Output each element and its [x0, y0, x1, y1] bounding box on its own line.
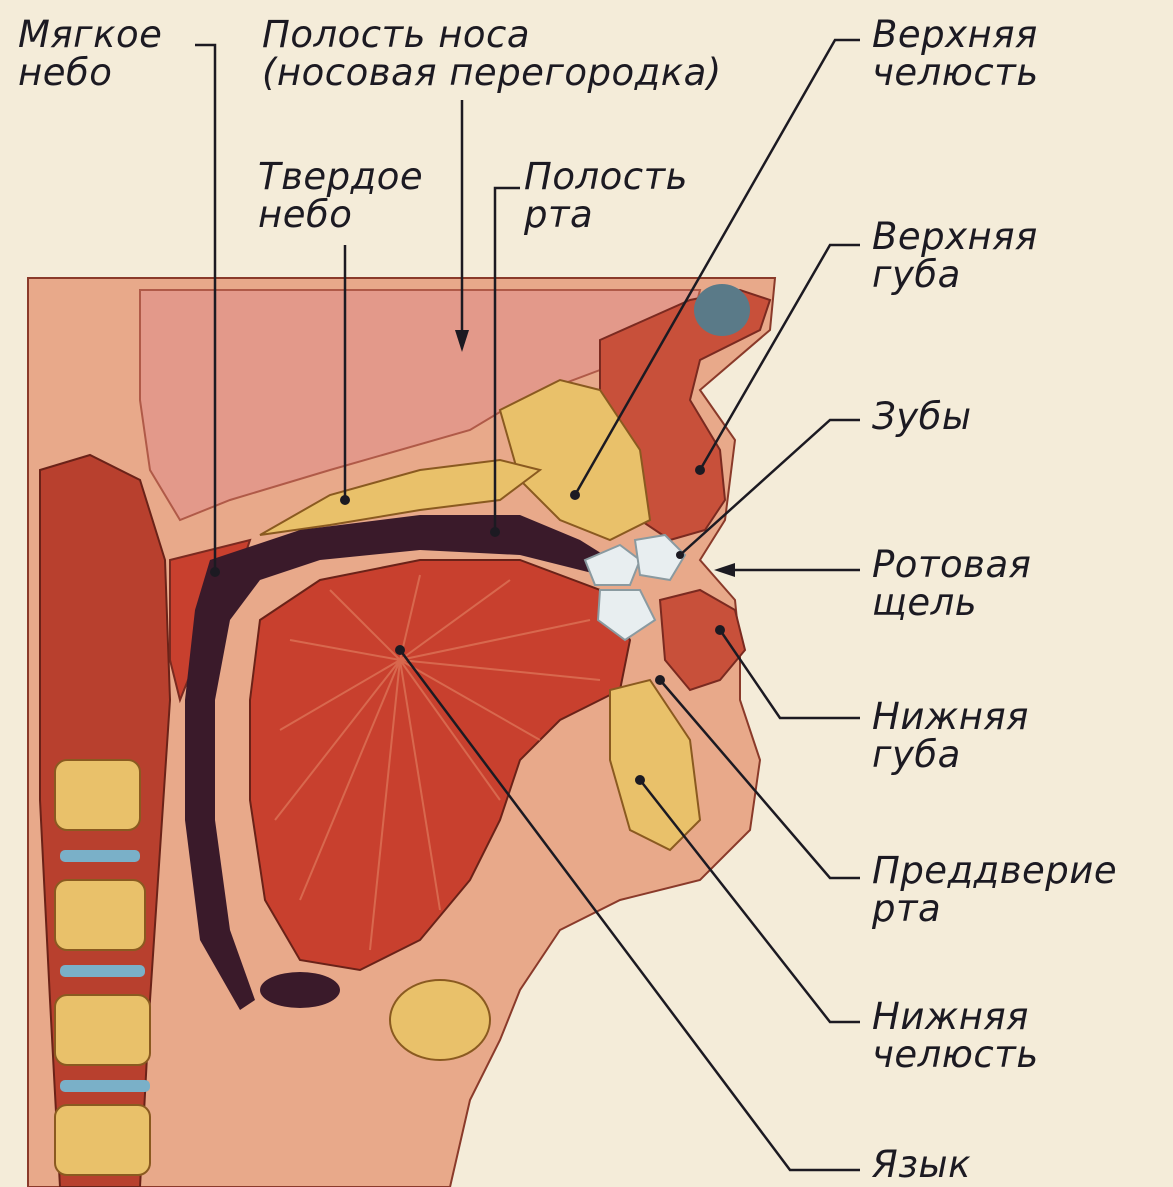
epiglottis-gap: [260, 972, 340, 1008]
label-nasal-cavity: Полость носа (носовая перегородка): [262, 16, 722, 92]
label-tongue: Язык: [872, 1146, 971, 1184]
label-lower-lip: Нижняя губа: [872, 698, 1029, 774]
label-vestibule: Преддверие рта: [872, 852, 1117, 928]
arrow-oral-fissure: [714, 563, 735, 577]
label-hard-palate: Твердое небо: [258, 158, 423, 234]
nostril: [694, 284, 750, 336]
label-lower-jaw: Нижняя челюсть: [872, 998, 1039, 1074]
label-oral-cavity: Полость рта: [524, 158, 688, 234]
hyoid-region: [390, 980, 490, 1060]
label-upper-jaw: Верхняя челюсть: [872, 16, 1039, 92]
label-oral-fissure: Ротовая щель: [872, 546, 1031, 622]
spine: [55, 760, 150, 1175]
label-teeth: Зубы: [872, 398, 972, 436]
label-upper-lip: Верхняя губа: [872, 218, 1038, 294]
label-soft-palate: Мягкое небо: [18, 16, 162, 92]
